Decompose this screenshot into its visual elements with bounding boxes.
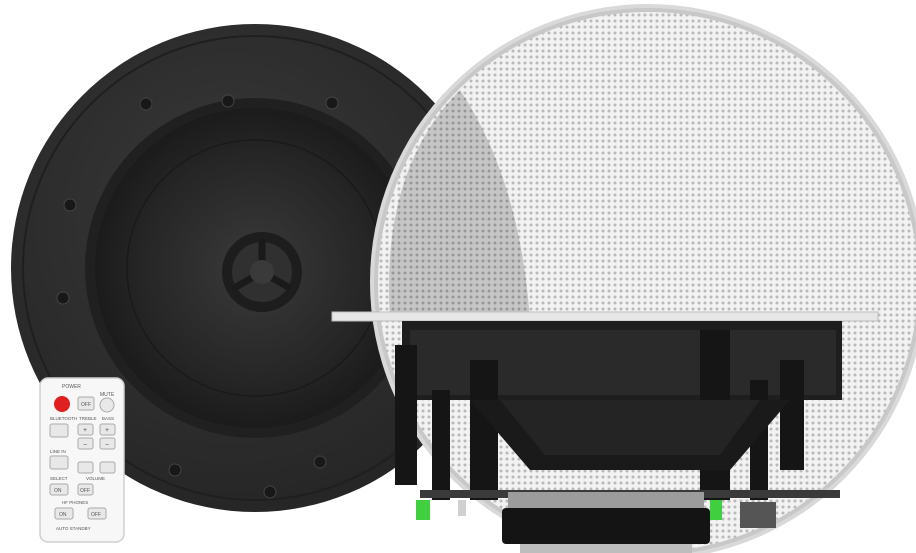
power-button bbox=[54, 396, 70, 412]
svg-text:OFF: OFF bbox=[80, 488, 90, 494]
svg-text:VOLUME: VOLUME bbox=[86, 476, 105, 481]
svg-text:TREBLE: TREBLE bbox=[79, 416, 97, 421]
svg-text:−: − bbox=[83, 442, 87, 449]
speaker-front bbox=[11, 24, 499, 512]
svg-text:AUTO STANDBY: AUTO STANDBY bbox=[56, 526, 91, 531]
svg-text:BASS: BASS bbox=[102, 416, 114, 421]
svg-text:OFF: OFF bbox=[91, 512, 101, 518]
svg-text:OFF: OFF bbox=[81, 402, 91, 408]
svg-text:HF PHONES: HF PHONES bbox=[62, 500, 88, 505]
svg-text:+: + bbox=[105, 427, 109, 434]
label-mute: MUTE bbox=[100, 392, 115, 398]
label-power: POWER bbox=[62, 384, 81, 390]
svg-text:ON: ON bbox=[59, 512, 67, 518]
remote-control: POWER MUTE OFF BLUETOOTH TREBLE BASS + +… bbox=[39, 377, 125, 543]
speaker-grille bbox=[370, 4, 916, 553]
svg-text:BLUETOOTH: BLUETOOTH bbox=[50, 416, 77, 421]
mounting-screws bbox=[56, 94, 339, 499]
svg-text:+: + bbox=[83, 427, 87, 434]
terminal-connectors bbox=[416, 500, 776, 528]
speaker-side-view bbox=[331, 311, 879, 553]
svg-text:LINE IN: LINE IN bbox=[50, 449, 66, 454]
svg-text:SELECT: SELECT bbox=[50, 476, 68, 481]
svg-text:−: − bbox=[105, 442, 109, 449]
svg-text:ON: ON bbox=[54, 488, 62, 494]
